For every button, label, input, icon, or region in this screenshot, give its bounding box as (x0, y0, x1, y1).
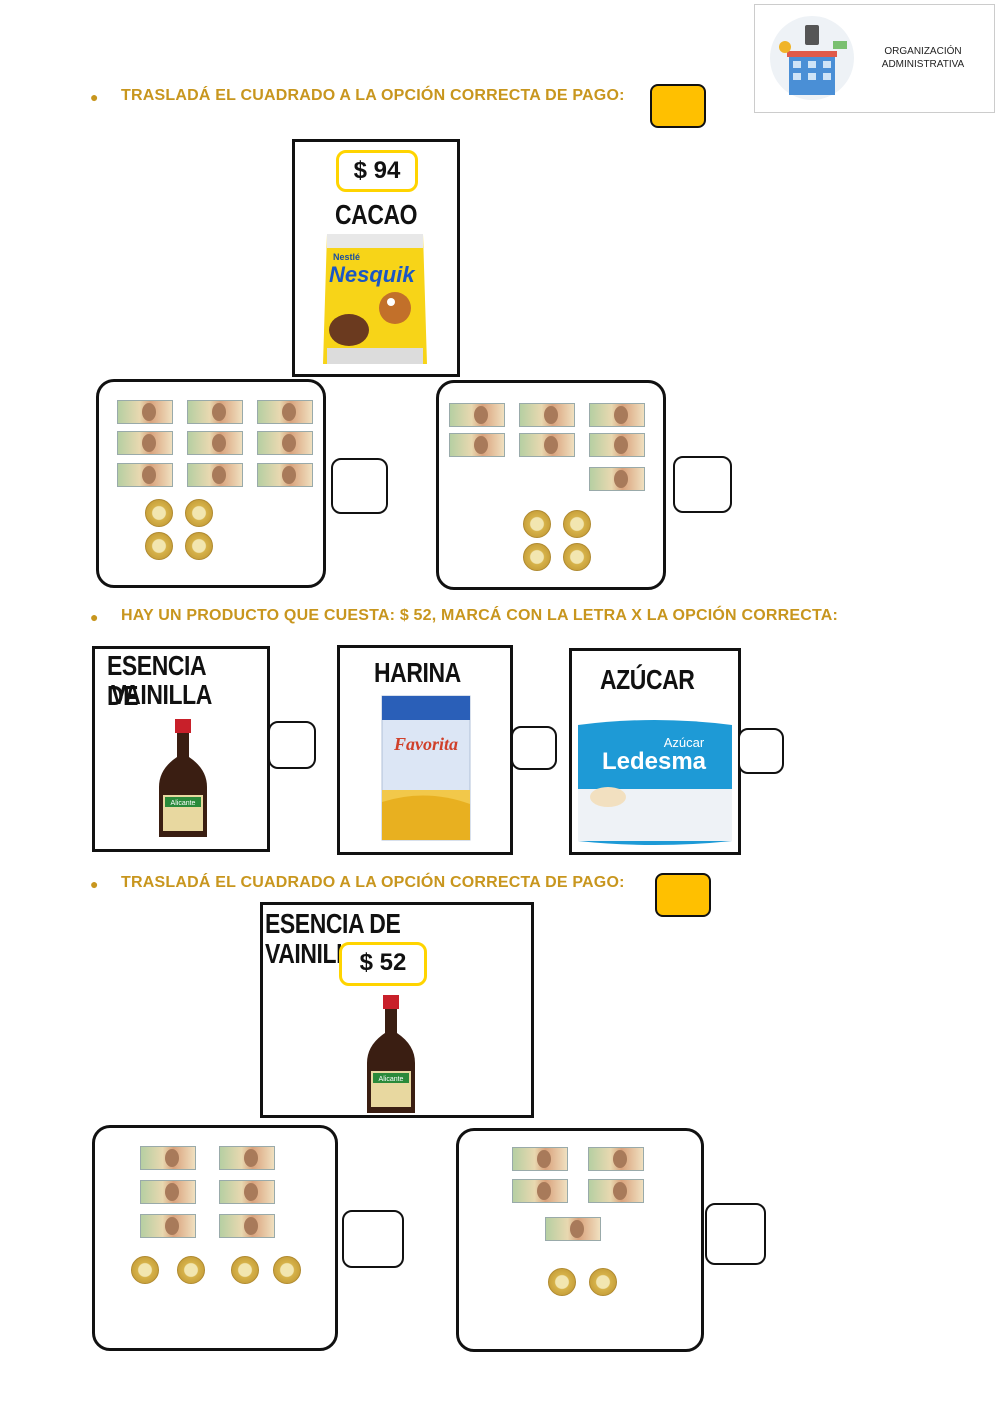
logo-title-line1: ORGANIZACIÓN (884, 46, 962, 57)
banknote-image (519, 403, 575, 427)
answer-box-vainilla[interactable] (268, 721, 316, 769)
banknote-image (140, 1146, 196, 1170)
banknote-image (117, 400, 173, 424)
vanilla-bottle-image: Alicante (367, 995, 415, 1113)
coin-image (563, 543, 591, 571)
product-name: AZÚCAR (600, 664, 695, 695)
maker-label: Nestlé (333, 252, 360, 262)
brand-label: Ledesma (602, 748, 707, 775)
answer-target-1b[interactable] (673, 456, 732, 513)
coin-image (145, 499, 173, 527)
coin-image (563, 510, 591, 538)
logo-title-line2: ADMINISTRATIVA (881, 59, 965, 70)
banknote-image (140, 1214, 196, 1238)
product-card-vainilla: ESENCIA DE VAINILLA Alicante (92, 646, 270, 852)
product-name: ESENCIA DE VAINILLA (265, 908, 401, 969)
product-name-line1: ESENCIA DE (107, 650, 206, 711)
instruction-1: TRASLADÁ EL CUADRADO A LA OPCIÓN CORRECT… (121, 87, 625, 104)
banknote-image (588, 1179, 644, 1203)
banknote-image (140, 1180, 196, 1204)
banknote-image (589, 403, 645, 427)
banknote-image (512, 1179, 568, 1203)
banknote-image (545, 1217, 601, 1241)
coin-image (231, 1256, 259, 1284)
instruction-2: HAY UN PRODUCTO QUE CUESTA: $ 52, MARCÁ … (121, 607, 839, 624)
answer-target-2a[interactable] (342, 1210, 404, 1268)
bullet-icon: ● (90, 876, 99, 892)
school-building-icon (770, 16, 854, 100)
price-tag: $ 52 (339, 942, 427, 986)
cacao-package-image: Nestlé Nesquik (323, 234, 427, 364)
draggable-answer-square-1[interactable] (650, 84, 706, 128)
answer-target-1a[interactable] (331, 458, 388, 514)
brand-label: Nesquik (329, 262, 416, 287)
brand-label: Alicante (379, 1076, 404, 1083)
flour-package-image: Favorita (381, 695, 471, 841)
banknote-image (588, 1147, 644, 1171)
coin-image (273, 1256, 301, 1284)
price-tag: $ 94 (336, 150, 418, 192)
product-name: CACAO (335, 199, 418, 230)
coin-image (523, 510, 551, 538)
coin-image (177, 1256, 205, 1284)
banknote-image (187, 431, 243, 455)
sugar-package-image: Azúcar Ledesma (578, 720, 732, 845)
product-card-cacao: $ 94 CACAO Nestlé Nesquik (292, 139, 460, 377)
coin-image (131, 1256, 159, 1284)
answer-box-azucar[interactable] (738, 728, 784, 774)
vanilla-bottle-image: Alicante (159, 719, 207, 837)
brand-label: Favorita (393, 734, 458, 754)
banknote-image (219, 1214, 275, 1238)
product-card-harina: HARINA Favorita (337, 645, 513, 855)
banknote-image (187, 463, 243, 487)
banknote-image (219, 1146, 275, 1170)
banknote-image (449, 433, 505, 457)
banknote-image (257, 431, 313, 455)
logo-panel: ORGANIZACIÓN ADMINISTRATIVA (754, 4, 995, 113)
coin-image (185, 532, 213, 560)
payment-option-2b[interactable] (456, 1128, 704, 1352)
coin-image (523, 543, 551, 571)
instruction-3: TRASLADÁ EL CUADRADO A LA OPCIÓN CORRECT… (121, 874, 625, 891)
coin-image (145, 532, 173, 560)
product-card-vainilla-price: ESENCIA DE VAINILLA $ 52 Alicante (260, 902, 534, 1118)
bullet-icon: ● (90, 89, 99, 105)
product-name: HARINA (374, 657, 461, 688)
coin-image (548, 1268, 576, 1296)
payment-option-2a[interactable] (92, 1125, 338, 1351)
banknote-image (449, 403, 505, 427)
answer-box-harina[interactable] (511, 726, 557, 770)
banknote-image (117, 463, 173, 487)
product-name-line2: VAINILLA (111, 679, 212, 710)
bullet-icon: ● (90, 609, 99, 625)
brand-label: Alicante (171, 800, 196, 807)
product-card-azucar: AZÚCAR Azúcar Ledesma (569, 648, 741, 855)
banknote-image (257, 463, 313, 487)
svg-text:Azúcar: Azúcar (664, 735, 705, 750)
banknote-image (117, 431, 173, 455)
banknote-image (219, 1180, 275, 1204)
banknote-image (589, 433, 645, 457)
draggable-answer-square-2[interactable] (655, 873, 711, 917)
banknote-image (257, 400, 313, 424)
coin-image (589, 1268, 617, 1296)
payment-option-1a[interactable] (96, 379, 326, 588)
banknote-image (519, 433, 575, 457)
answer-target-2b[interactable] (705, 1203, 766, 1265)
banknote-image (187, 400, 243, 424)
banknote-image (512, 1147, 568, 1171)
payment-option-1b[interactable] (436, 380, 666, 590)
banknote-image (589, 467, 645, 491)
coin-image (185, 499, 213, 527)
